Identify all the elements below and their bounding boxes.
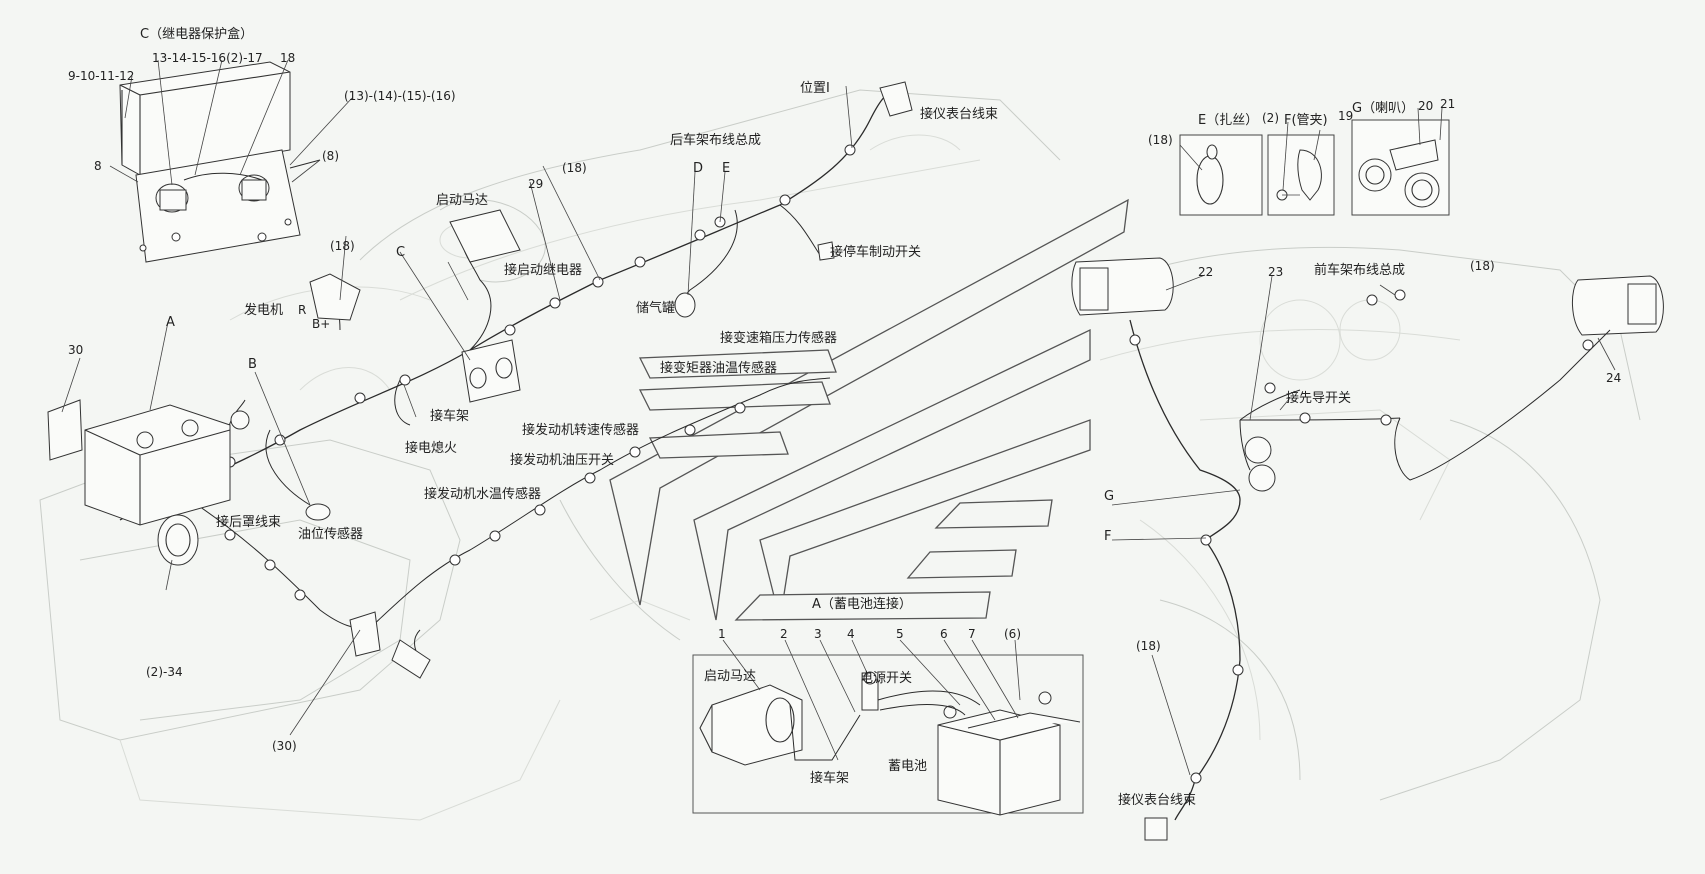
label-20: 20 [1418, 99, 1433, 113]
label-2-34: (2)-34 [146, 665, 183, 679]
label-generator: 发电机 [244, 302, 283, 318]
label-a-top: A [166, 315, 175, 330]
label-to-rear-cover: 接后罩线束 [216, 514, 281, 530]
label-30: 30 [68, 343, 83, 357]
label-to-parking-brake: 接停车制动开关 [830, 244, 921, 260]
label-to-frame-mid: 接车架 [430, 408, 469, 424]
label-21: 21 [1440, 97, 1455, 111]
label-1: 1 [718, 627, 726, 641]
label-to-tc-oil-temp: 接变矩器油温传感器 [660, 360, 777, 376]
label-f-clamp: F(管夹) [1284, 113, 1328, 128]
label-to-pilot-switch: 接先导开关 [1286, 390, 1351, 406]
detail-insets [1179, 107, 1450, 216]
machine-ghost-outline [39, 89, 1641, 821]
label-18-a: (18) [562, 161, 587, 175]
label-18-bottom: (18) [1136, 639, 1161, 653]
label-relay-box-title: C（继电器保护盒） [140, 26, 253, 42]
label-battery: 蓄电池 [888, 759, 927, 774]
label-relay-parts-right: (13)-(14)-(15)-(16) [344, 89, 456, 103]
battery-connection-inset [692, 639, 1084, 816]
label-18-b: (18) [330, 239, 355, 253]
label-r: R [298, 303, 306, 317]
label-air-tank: 储气罐 [636, 300, 675, 316]
label-fuel-sensor: 油位传感器 [298, 526, 363, 542]
label-g-side: G [1104, 489, 1114, 504]
label-relay-parts-left: 9-10-11-12 [68, 69, 134, 83]
label-starter-inset: 启动马达 [704, 669, 756, 684]
label-8: 8 [94, 159, 102, 173]
label-g-horn: G（喇叭） [1352, 101, 1414, 116]
label-rear-frame-harness: 后车架布线总成 [670, 132, 761, 148]
label-2-e: (2) [1262, 111, 1279, 125]
label-instrument-harness-top: 接仪表台线束 [920, 106, 998, 122]
label-19: 19 [1338, 109, 1353, 123]
label-6: 6 [940, 627, 948, 641]
label-c-top: C [396, 245, 405, 260]
label-f-side: F [1104, 529, 1111, 544]
label-e-tie: E（扎丝） [1198, 113, 1258, 128]
label-4: 4 [847, 627, 855, 641]
label-e: E [722, 161, 730, 176]
label-b-plus: B+ [312, 317, 330, 331]
label-24: 24 [1606, 371, 1621, 385]
label-22: 22 [1198, 265, 1213, 279]
label-to-engine-speed: 接发动机转速传感器 [522, 422, 639, 438]
rear-components [47, 81, 913, 679]
relay-box-assembly [109, 59, 353, 263]
label-instrument-harness-bottom: 接仪表台线束 [1118, 792, 1196, 808]
front-harness [1071, 257, 1664, 841]
label-front-frame-harness: 前车架布线总成 [1314, 262, 1405, 278]
label-battery-connection: A（蓄电池连接） [812, 596, 912, 612]
label-to-oil-pressure: 接发动机油压开关 [510, 452, 614, 468]
harness-clips [224, 144, 856, 601]
label-23: 23 [1268, 265, 1283, 279]
label-5: 5 [896, 627, 904, 641]
label-to-start-relay: 接启动继电器 [504, 262, 582, 278]
label-6b: (6) [1004, 627, 1021, 641]
label-29: 29 [528, 177, 543, 191]
label-power-switch: 电源开关 [860, 671, 912, 686]
chevron-watermark [609, 198, 1129, 621]
label-b-top: B [248, 357, 257, 372]
label-to-flameout: 接电熄火 [405, 440, 457, 456]
label-starter-top: 启动马达 [436, 193, 488, 208]
label-to-trans-pressure: 接变速箱压力传感器 [720, 330, 837, 346]
label-18-front: (18) [1470, 259, 1495, 273]
labels: C（继电器保护盒） 13-14-15-16(2)-17 18 9-10-11-1… [68, 26, 1621, 808]
label-d: D [693, 161, 703, 176]
label-18-e: (18) [1148, 133, 1173, 147]
leader-lines-rear [61, 85, 853, 736]
label-2: 2 [780, 627, 788, 641]
label-to-water-temp: 接发动机水温传感器 [424, 486, 541, 502]
label-relay-parts-top: 13-14-15-16(2)-17 [152, 51, 263, 65]
label-8b: (8) [322, 149, 339, 163]
label-position-1: 位置Ⅰ [800, 81, 830, 96]
label-3: 3 [814, 627, 822, 641]
label-to-frame-inset: 接车架 [810, 770, 849, 786]
label-7: 7 [968, 627, 976, 641]
label-relay-18: 18 [280, 51, 295, 65]
label-30b: (30) [272, 739, 297, 753]
